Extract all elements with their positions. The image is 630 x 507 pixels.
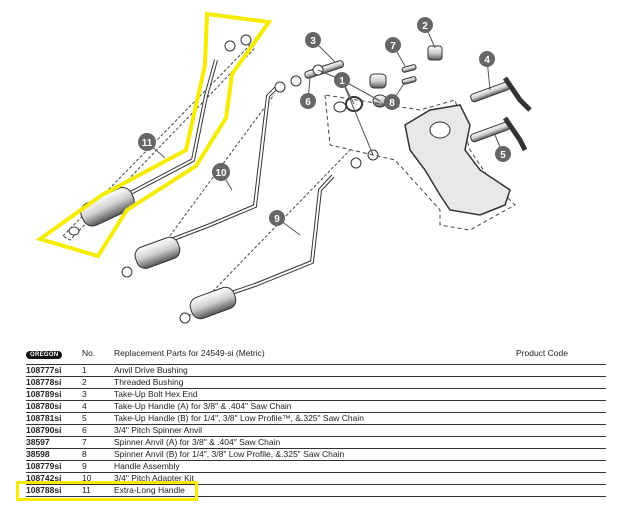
callout-8: 8 xyxy=(384,81,406,110)
svg-text:11: 11 xyxy=(142,138,153,149)
row-no: 6 xyxy=(82,424,114,437)
row-no: 2 xyxy=(82,376,114,389)
row-description: Extra-Long Handle xyxy=(114,484,516,497)
svg-text:2: 2 xyxy=(422,21,428,32)
row-sku: 108781si xyxy=(26,412,82,425)
row-sku: 108742si xyxy=(26,472,82,485)
handle-assembly-illustration xyxy=(179,149,379,324)
row-description: Take-Up Handle (B) for 1/4", 3/8" Low Pr… xyxy=(114,412,516,425)
svg-text:10: 10 xyxy=(215,168,227,179)
header-product-code: Product Code xyxy=(516,348,568,358)
highlight-box-diagram xyxy=(35,11,273,259)
svg-text:3: 3 xyxy=(310,36,316,47)
header-no: No. xyxy=(82,348,96,358)
parts-table: OREGON No. Replacement Parts for 24549-s… xyxy=(26,346,606,497)
row-description: Spinner Anvil (B) for 1/4", 3/8" Low Pro… xyxy=(114,448,516,461)
adapter-kit-illustration xyxy=(121,75,302,278)
row-no: 11 xyxy=(82,484,114,497)
table-header-row: OREGON No. Replacement Parts for 24549-s… xyxy=(26,346,606,365)
svg-text:4: 4 xyxy=(484,55,490,66)
row-description: Take-Up Handle (A) for 3/8" & .404" Saw … xyxy=(114,400,516,413)
row-sku: 108777si xyxy=(26,364,82,377)
callout-3: 3 xyxy=(305,32,336,63)
row-sku: 108778si xyxy=(26,376,82,389)
oregon-logo: OREGON xyxy=(26,350,63,359)
header-description: Replacement Parts for 24549-si (Metric) xyxy=(114,348,265,358)
row-no: 8 xyxy=(82,448,114,461)
callout-10: 10 xyxy=(212,163,233,191)
row-no: 10 xyxy=(82,472,114,485)
row-description: Handle Assembly xyxy=(114,460,516,473)
row-sku: 108790si xyxy=(26,424,82,437)
svg-text:6: 6 xyxy=(305,97,311,108)
svg-text:5: 5 xyxy=(500,150,506,161)
callout-9: 9 xyxy=(269,210,301,236)
svg-text:7: 7 xyxy=(390,41,396,52)
row-description: Spinner Anvil (A) for 3/8" & .404" Saw C… xyxy=(114,436,516,449)
row-description: Threaded Bushing xyxy=(114,376,516,389)
row-no: 1 xyxy=(82,364,114,377)
svg-text:9: 9 xyxy=(274,214,280,225)
svg-text:1: 1 xyxy=(339,76,345,87)
row-no: 4 xyxy=(82,400,114,413)
row-sku: 38597 xyxy=(26,436,82,449)
callout-7: 7 xyxy=(385,37,406,67)
row-description: Anvil Drive Bushing xyxy=(114,364,516,377)
anvil-body-illustration xyxy=(324,76,532,231)
row-description: 3/4" Pitch Adapter Kit xyxy=(114,472,516,485)
callout-4: 4 xyxy=(479,51,495,91)
callout-6: 6 xyxy=(300,77,316,109)
row-no: 3 xyxy=(82,388,114,401)
row-sku: 38598 xyxy=(26,448,82,461)
row-sku: 108780si xyxy=(26,400,82,413)
callout-2: 2 xyxy=(417,17,436,49)
row-sku: 108789si xyxy=(26,388,82,401)
extra-long-handle-illustration xyxy=(62,34,256,241)
row-no: 9 xyxy=(82,460,114,473)
row-sku: 108788si xyxy=(26,484,82,497)
row-sku: 108779si xyxy=(26,460,82,473)
row-description: Take-Up Bolt Hex End xyxy=(114,388,516,401)
row-description: 3/4" Pitch Spinner Anvil xyxy=(114,424,516,437)
callout-1: 1 xyxy=(317,69,381,156)
callout-11: 11 xyxy=(138,133,166,159)
brand-logo: OREGON xyxy=(26,346,82,365)
exploded-parts-diagram: 1 2 3 4 5 6 7 8 9 10 xyxy=(35,11,532,324)
small-parts-illustration xyxy=(304,45,443,113)
row-no: 5 xyxy=(82,412,114,425)
row-no: 7 xyxy=(82,436,114,449)
svg-text:8: 8 xyxy=(389,98,395,109)
callout-5: 5 xyxy=(494,134,511,162)
